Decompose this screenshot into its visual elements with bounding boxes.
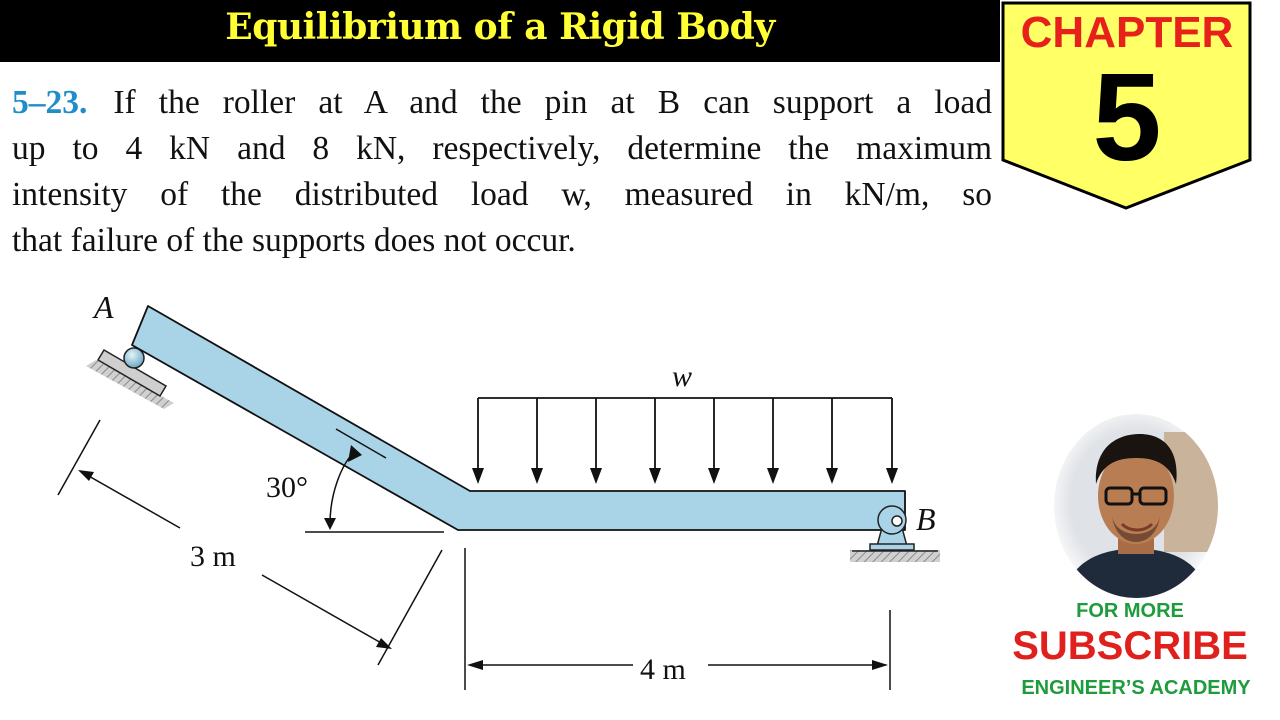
chapter-number: 5 — [1092, 49, 1162, 187]
page-title: Equilibrium of a Rigid Body — [225, 6, 775, 48]
presenter-avatar — [1052, 412, 1220, 600]
incline-length-label: 3 m — [190, 540, 236, 573]
horizontal-dimension — [464, 548, 891, 690]
problem-line-3: intensity of the distributed load w, mea… — [12, 176, 992, 213]
subscribe-text: SUBSCRIBE — [1012, 624, 1248, 668]
beam — [131, 305, 906, 531]
incline-dimension — [57, 419, 443, 666]
problem-statement: 5–23.If the roller at A and the pin at B… — [12, 80, 992, 264]
chapter-badge — [1000, 0, 1254, 212]
pin-support-b — [850, 505, 940, 562]
beam-diagram: A B w 30° 3 m 4 m — [57, 289, 940, 690]
label-w: w — [672, 360, 692, 393]
problem-line-1: 5–23.If the roller at A and the pin at B… — [12, 84, 992, 121]
problem-line-4: that failure of the supports does not oc… — [12, 222, 576, 259]
label-b: B — [916, 501, 936, 537]
distributed-load — [472, 397, 898, 484]
angle-label: 30° — [266, 471, 308, 504]
problem-number: 5–23. — [12, 84, 88, 121]
channel-name: ENGINEER’S ACADEMY — [1021, 677, 1251, 699]
horizontal-length-label: 4 m — [640, 653, 686, 686]
label-a: A — [92, 289, 114, 325]
roller-support-a — [86, 347, 174, 409]
for-more-text: FOR MORE — [1076, 600, 1184, 622]
chapter-label: CHAPTER — [1020, 8, 1234, 57]
problem-line-2: up to 4 kN and 8 kN, respectively, deter… — [12, 130, 992, 167]
title-bar — [0, 0, 1000, 62]
angle-indicator — [305, 428, 444, 533]
